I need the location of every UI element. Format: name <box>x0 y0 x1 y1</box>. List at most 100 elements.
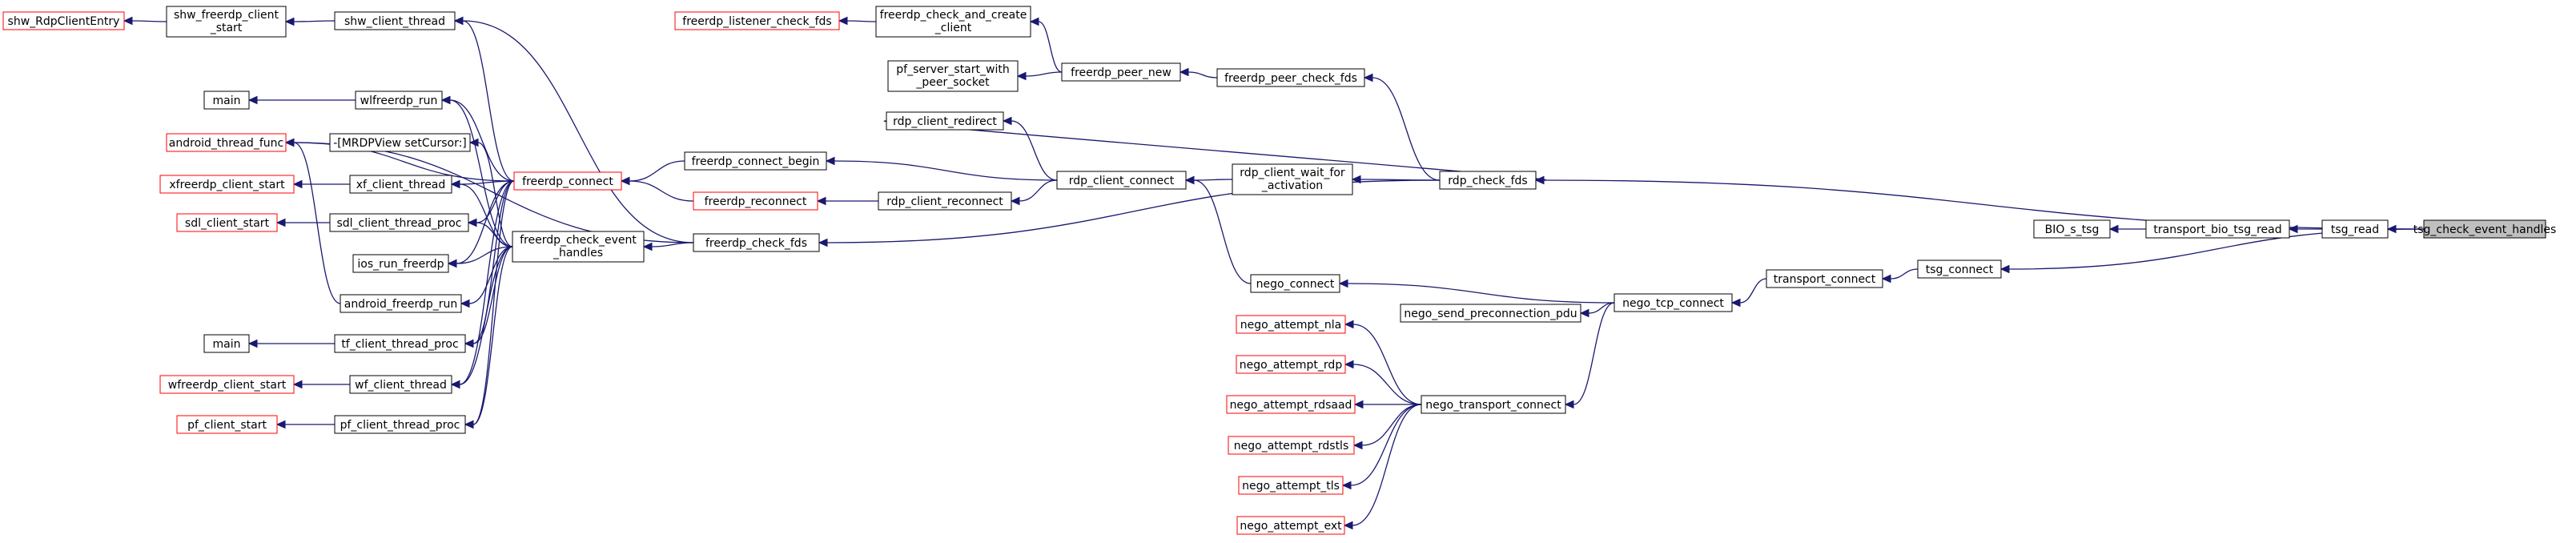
node-label: nego_attempt_rdstls <box>1234 440 1349 452</box>
node-freerdp-listener-check-fds[interactable]: freerdp_listener_check_fds <box>674 11 840 30</box>
edge-freerdp_peer_check_fds-to-rdp_check_fds <box>1363 73 1441 181</box>
edge-freerdp_connect_begin-to-rdp_client_connect <box>825 156 1058 181</box>
node-android-freerdp-run[interactable]: android_freerdp_run <box>340 294 462 313</box>
edge-mrdpview_setcursor-to-freerdp_check_event_handles <box>468 138 513 247</box>
edge-transport_bio_tsg_read-to-tsg_read <box>2288 224 2323 234</box>
node-label: -[MRDPView setCursor:] <box>333 137 467 150</box>
node-sdl-client-start[interactable]: sdl_client_start <box>176 213 278 232</box>
node-nego-attempt-rdstls[interactable]: nego_attempt_rdstls <box>1228 436 1355 455</box>
node-nego-attempt-rdsaad[interactable]: nego_attempt_rdsaad <box>1226 395 1356 414</box>
node-label: BIO_s_tsg <box>2045 223 2100 236</box>
node-rdp-client-redirect[interactable]: rdp_client_redirect <box>886 111 1004 131</box>
node-freerdp-check-and-create-client[interactable]: freerdp_check_and_create_client <box>875 6 1031 38</box>
node-label: nego_attempt_rdsaad <box>1230 399 1352 412</box>
node-pf-client-thread-proc[interactable]: pf_client_thread_proc <box>334 415 466 434</box>
node-transport-bio-tsg-read[interactable]: transport_bio_tsg_read <box>2145 219 2290 239</box>
edge-pf_server_start_with_peer_socket-to-freerdp_peer_new <box>1016 71 1063 81</box>
node-nego-attempt-tls[interactable]: nego_attempt_tls <box>1238 476 1344 495</box>
node-shw-freerdp-client-start[interactable]: shw_freerdp_client_start <box>166 6 287 38</box>
nodes-layer: tsg_check_event_handles tsg_read transport… <box>2 6 2557 535</box>
node-transport-connect[interactable]: transport_connect <box>1766 269 1883 288</box>
edge-nego_attempt_tls-to-nego_transport_connect <box>1341 404 1422 490</box>
edge-tf_client_thread_proc-to-freerdp_check_event_handles <box>464 246 513 348</box>
node-tsg-check-event-handles[interactable]: tsg_check_event_handles <box>2413 219 2557 239</box>
node-label: wfreerdp_client_start <box>168 379 287 392</box>
node-freerdp-peer-new[interactable]: freerdp_peer_new <box>1061 62 1181 82</box>
node-label: transport_connect <box>1774 273 1876 286</box>
node-label: freerdp_check_fds <box>705 237 807 250</box>
node-label: _peer_socket <box>915 76 990 89</box>
node-freerdp-check-fds[interactable]: freerdp_check_fds <box>693 233 820 252</box>
edge-ios_run_freerdp-to-freerdp_check_event_handles <box>447 246 513 268</box>
node-BIO-s-tsg[interactable]: BIO_s_tsg <box>2033 219 2111 239</box>
edge-xfreerdp_client_start-to-xf_client_thread <box>292 179 351 189</box>
edge-rdp_client_reconnect-to-rdp_client_connect <box>1010 179 1058 206</box>
node-label: wf_client_thread <box>355 379 447 392</box>
node-pf-server-start-with-peer-socket[interactable]: pf_server_start_with_peer_socket <box>887 60 1019 92</box>
node-wlfreerdp-run[interactable]: wlfreerdp_run <box>355 90 443 110</box>
node-pf-client-start[interactable]: pf_client_start <box>176 415 278 434</box>
node-label: wlfreerdp_run <box>360 95 438 107</box>
node-label: freerdp_check_event <box>520 234 637 247</box>
node-ios-run-freerdp[interactable]: ios_run_freerdp <box>352 254 449 273</box>
node-label: freerdp_peer_new <box>1071 66 1171 79</box>
node-main-2[interactable]: main <box>203 334 250 353</box>
node-label: tf_client_thread_proc <box>341 338 458 351</box>
node-label: rdp_client_reconnect <box>886 195 1003 208</box>
node-label: freerdp_connect <box>522 175 613 188</box>
node-nego-connect[interactable]: nego_connect <box>1250 274 1340 293</box>
node-freerdp-check-event-handles[interactable]: freerdp_check_event_handles <box>512 231 645 263</box>
node-tf-client-thread-proc[interactable]: tf_client_thread_proc <box>334 334 466 353</box>
node-nego-tcp-connect[interactable]: nego_tcp_connect <box>1614 293 1733 312</box>
node-label: shw_client_thread <box>344 15 445 28</box>
node-xf-client-thread[interactable]: xf_client_thread <box>349 175 452 194</box>
node-label: nego_attempt_tls <box>1242 480 1340 493</box>
node-freerdp-connect[interactable]: freerdp_connect <box>513 171 622 191</box>
node-label: main <box>213 95 241 107</box>
node-label: shw_freerdp_client <box>174 9 279 22</box>
edge-android_freerdp_run-to-freerdp_check_event_handles <box>460 246 513 308</box>
node-main-1[interactable]: main <box>203 90 250 110</box>
node-nego-attempt-ext[interactable]: nego_attempt_ext <box>1236 516 1345 535</box>
node-wf-client-thread[interactable]: wf_client_thread <box>349 375 452 394</box>
node-shw-RdpClientEntry[interactable]: shw_RdpClientEntry <box>2 11 125 30</box>
node-freerdp-connect-begin[interactable]: freerdp_connect_begin <box>684 151 827 171</box>
node-tsg-connect[interactable]: tsg_connect <box>1917 259 2002 279</box>
node-rdp-client-wait-for-activation[interactable]: rdp_client_wait_for_activation <box>1232 163 1353 195</box>
node-label: rdp_client_wait_for <box>1240 167 1345 179</box>
node-label: transport_bio_tsg_read <box>2153 223 2281 236</box>
edge-transport_connect-to-tsg_connect <box>1881 268 1919 284</box>
edge-shw_RdpClientEntry-to-shw_freerdp_client_start <box>123 16 167 26</box>
edge-main_1-to-wlfreerdp_run <box>247 95 356 105</box>
node-label: android_freerdp_run <box>344 298 458 311</box>
node-nego-attempt-nla[interactable]: nego_attempt_nla <box>1236 315 1346 334</box>
node-label: nego_transport_connect <box>1425 399 1561 412</box>
node-freerdp-reconnect[interactable]: freerdp_reconnect <box>693 191 818 211</box>
node-wfreerdp-client-start[interactable]: wfreerdp_client_start <box>159 375 295 394</box>
node-nego-send-preconnection-pdu[interactable]: nego_send_preconnection_pdu <box>1400 304 1581 323</box>
node-sdl-client-thread-proc[interactable]: sdl_client_thread_proc <box>329 213 469 232</box>
node-nego-attempt-rdp[interactable]: nego_attempt_rdp <box>1236 355 1346 374</box>
node-rdp-client-connect[interactable]: rdp_client_connect <box>1056 171 1187 190</box>
node-label: ios_run_freerdp <box>357 258 444 271</box>
node-shw-client-thread[interactable]: shw_client_thread <box>334 11 456 30</box>
edge-shw_client_thread-to-freerdp_check_fds <box>453 16 694 243</box>
node-mrdpview-setcursor[interactable]: -[MRDPView setCursor:] <box>329 133 471 152</box>
edge-freerdp_check_event_handles-to-freerdp_check_fds <box>642 242 694 251</box>
edge-BIO_s_tsg-to-transport_bio_tsg_read <box>2108 224 2147 234</box>
node-label: freerdp_listener_check_fds <box>682 15 831 28</box>
node-nego-transport-connect[interactable]: nego_transport_connect <box>1421 395 1566 414</box>
node-android-thread-func[interactable]: android_thread_func <box>166 133 287 152</box>
node-rdp-client-reconnect[interactable]: rdp_client_reconnect <box>878 191 1012 211</box>
node-label: rdp_client_connect <box>1069 175 1175 187</box>
edge-pf_client_thread_proc-to-freerdp_connect <box>464 180 515 429</box>
node-tsg-read[interactable]: tsg_read <box>2321 219 2389 239</box>
node-label: pf_client_start <box>187 419 267 432</box>
node-rdp-check-fds[interactable]: rdp_check_fds <box>1439 171 1537 190</box>
edge-shw_client_thread-to-freerdp_connect <box>453 16 515 182</box>
edge-wlfreerdp_run-to-freerdp_check_event_handles <box>440 95 513 247</box>
edge-sdl_client_thread_proc-to-freerdp_check_event_handles <box>467 218 513 247</box>
node-freerdp-peer-check-fds[interactable]: freerdp_peer_check_fds <box>1216 68 1365 87</box>
node-xfreerdp-client-start[interactable]: xfreerdp_client_start <box>159 175 295 194</box>
